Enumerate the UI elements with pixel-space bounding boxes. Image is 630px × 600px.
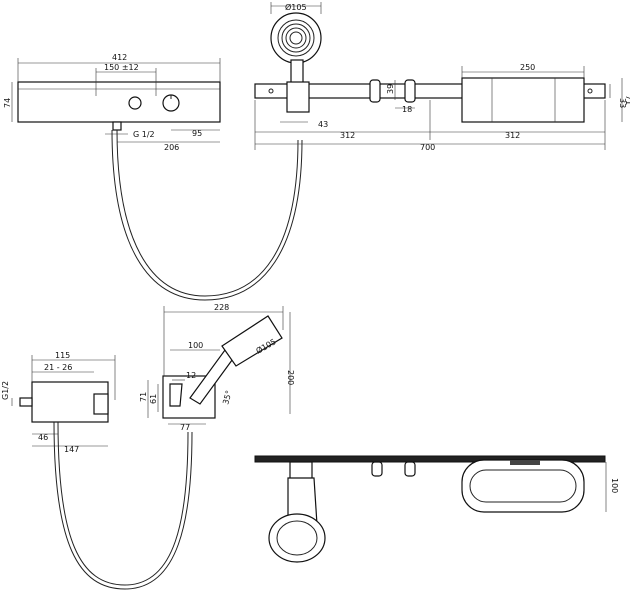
dim-61: 61: [149, 394, 158, 404]
left-knob: [128, 96, 142, 110]
dim-dia-top: Ø105: [285, 2, 307, 12]
dim-46: 46: [38, 433, 48, 442]
dim-71-right: 71: [624, 95, 630, 105]
dim-95: 95: [192, 129, 202, 138]
dim-700: 700: [420, 143, 435, 152]
slider: [286, 81, 310, 113]
dim-thread-top: G 1/2: [133, 130, 155, 139]
dim-115: 115: [55, 351, 70, 360]
dim-312-right: 312: [505, 131, 520, 140]
dim-35deg: 35°: [221, 389, 233, 405]
thermostat-front-view: 412 150 ±12 74 G 1/2 95 206: [3, 53, 303, 301]
holder-side-view: 228 100 Ø105 12 71 61 77 35° 200: [139, 303, 295, 432]
dim-250: 250: [520, 63, 535, 72]
thermostat-side-view: 115 21 - 26 G1/2 46 147: [1, 351, 193, 590]
shelf: [461, 77, 585, 123]
dim-412: 412: [112, 53, 127, 62]
dim-71-holder: 71: [139, 392, 148, 402]
dim-43: 43: [318, 120, 328, 129]
dim-206: 206: [164, 143, 179, 152]
dim-33: 33: [618, 98, 627, 108]
dim-21-26: 21 - 26: [44, 363, 72, 372]
dim-312-left: 312: [340, 131, 355, 140]
dim-228: 228: [214, 303, 229, 312]
dim-147: 147: [64, 445, 79, 454]
rail-front-view: Ø105 250 39 18 43 312 312 700: [254, 2, 630, 152]
dim-100-basket: 100: [610, 478, 619, 493]
handshower-head-side: [221, 315, 283, 367]
dim-12: 12: [186, 371, 196, 380]
dim-200: 200: [286, 370, 295, 385]
hose-bottom: [57, 421, 189, 586]
dim-74: 74: [3, 98, 12, 108]
dim-77: 77: [180, 423, 190, 432]
hose-top: [116, 129, 299, 297]
dim-150: 150 ±12: [104, 63, 139, 72]
dim-39: 39: [386, 84, 395, 94]
perspective-view: 100: [254, 455, 619, 563]
basket-perspective: [461, 459, 585, 513]
dim-18: 18: [402, 105, 412, 114]
dim-g12-side: G1/2: [1, 381, 10, 400]
dim-100: 100: [188, 341, 203, 350]
